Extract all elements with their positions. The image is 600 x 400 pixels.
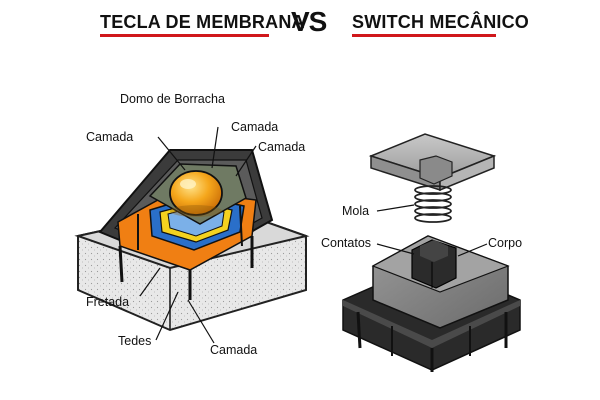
keycap: [368, 133, 497, 192]
switch-housing: [342, 235, 521, 372]
label-spring: Mola: [342, 204, 370, 218]
versus-label: VS: [291, 6, 327, 37]
label-body: Corpo: [488, 236, 523, 250]
membrane-key-illustration: [74, 126, 310, 344]
mechanical-title-underline: [352, 34, 496, 37]
label-rubber-dome: Domo de Borracha: [120, 92, 225, 106]
label-contacts: Contatos: [321, 236, 372, 250]
label-layer-right: Camada: [258, 140, 306, 154]
label-layer-bottom: Camada: [210, 343, 258, 357]
membrane-title-underline: [100, 34, 269, 37]
mechanical-switch-illustration: [342, 133, 521, 372]
spring: [414, 185, 452, 223]
mechanical-title: SWITCH MECÂNICO: [352, 12, 529, 32]
membrane-title: TECLA DE MEMBRANA: [100, 12, 305, 32]
label-layer-top: Camada: [231, 120, 279, 134]
label-layer-left: Camada: [86, 130, 134, 144]
label-tedes: Tedes: [118, 334, 152, 348]
mechanical-leader-lines: [376, 204, 488, 257]
membrane-leader-lines: [139, 126, 257, 344]
label-fretada: Fretada: [86, 295, 130, 309]
